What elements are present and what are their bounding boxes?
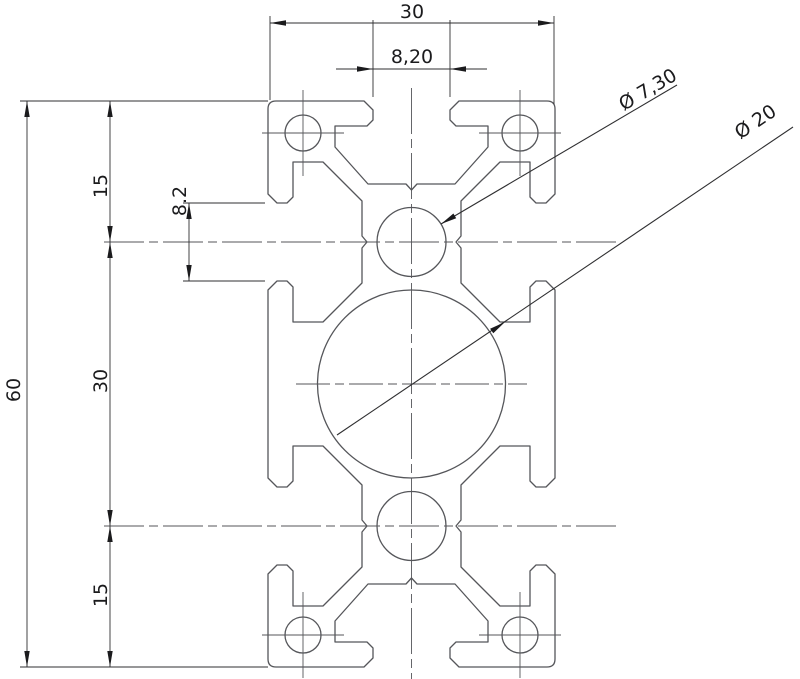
dim-top-to-center: [107, 101, 113, 242]
arrowhead: [186, 203, 192, 281]
dim-label-height: 60: [3, 378, 25, 402]
arrowhead: [107, 101, 113, 242]
dim-label-top-to-center: 15: [90, 174, 112, 198]
dim-label-top-width: 30: [400, 1, 424, 23]
dimension-texts: 30 8,20 15 8.2 60 30 15 Ø 7,30 Ø 20: [3, 1, 781, 607]
dim-top-width: [269, 16, 555, 104]
dim-label-top-slot: 8,20: [391, 46, 433, 68]
leader-center-bore: [336, 126, 794, 436]
dim-center-to-bottom: [107, 526, 113, 667]
profile-outline: [267, 100, 556, 668]
dim-center-span: [107, 242, 113, 526]
arrowhead: [490, 322, 505, 334]
dim-label-center-to-bottom: 15: [90, 583, 112, 607]
dim-side-slot: [183, 202, 265, 282]
arrowhead: [441, 213, 457, 224]
centerlines: [104, 88, 618, 679]
leader-line: [440, 84, 678, 225]
dimensions: [20, 16, 794, 668]
dim-top-slot-width: [336, 20, 487, 97]
leader-line: [336, 126, 794, 436]
dim-overall-height: [20, 100, 268, 668]
dim-label-center-span: 30: [90, 369, 112, 393]
leader-small-bore: [440, 84, 678, 225]
arrowhead: [107, 526, 113, 667]
leader-label-center-bore: Ø 20: [731, 100, 781, 143]
leader-label-small-bore: Ø 7,30: [615, 64, 681, 115]
dim-label-side-slot: 8.2: [169, 186, 191, 216]
